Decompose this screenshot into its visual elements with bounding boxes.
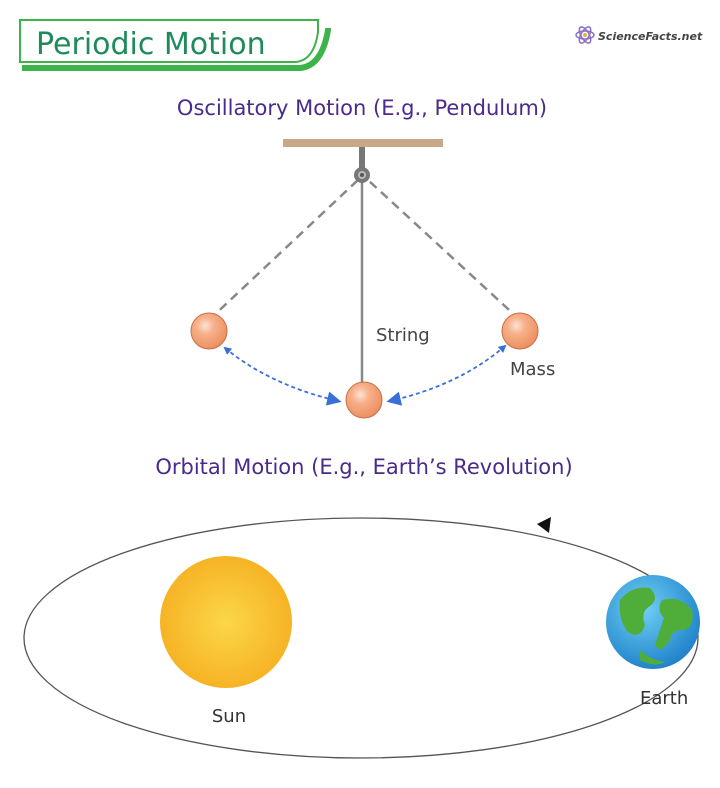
mass-left [190, 312, 228, 350]
orbital-heading: Orbital Motion (E.g., Earth’s Revolution… [155, 455, 572, 479]
mass-label: Mass [510, 359, 555, 380]
string-label: String [376, 325, 430, 346]
right-swing-line [367, 179, 521, 321]
swing-arrow-left [224, 347, 342, 406]
orbit-path [23, 517, 699, 759]
earth-icon [606, 575, 700, 669]
earth-label: Earth [640, 688, 688, 709]
sun [160, 556, 292, 688]
pendulum-support [283, 139, 443, 147]
oscillatory-heading: Oscillatory Motion (E.g., Pendulum) [177, 96, 547, 120]
sun-label: Sun [212, 706, 246, 727]
logo-text: ScienceFacts.net [598, 30, 703, 43]
pendulum: String Mass [190, 139, 555, 419]
orbit-direction-arrow-icon [537, 517, 551, 533]
swing-arrow-right [386, 345, 506, 406]
pivot-icon [354, 167, 370, 183]
page-title: Periodic Motion [36, 27, 266, 62]
orbit: Sun Earth [23, 517, 700, 759]
title-banner: Periodic Motion [19, 19, 331, 71]
mass-right [501, 312, 539, 350]
left-swing-line [208, 179, 359, 321]
mass-bottom [345, 381, 383, 419]
sciencefacts-logo: ScienceFacts.net [575, 26, 703, 44]
atom-icon [575, 26, 595, 44]
